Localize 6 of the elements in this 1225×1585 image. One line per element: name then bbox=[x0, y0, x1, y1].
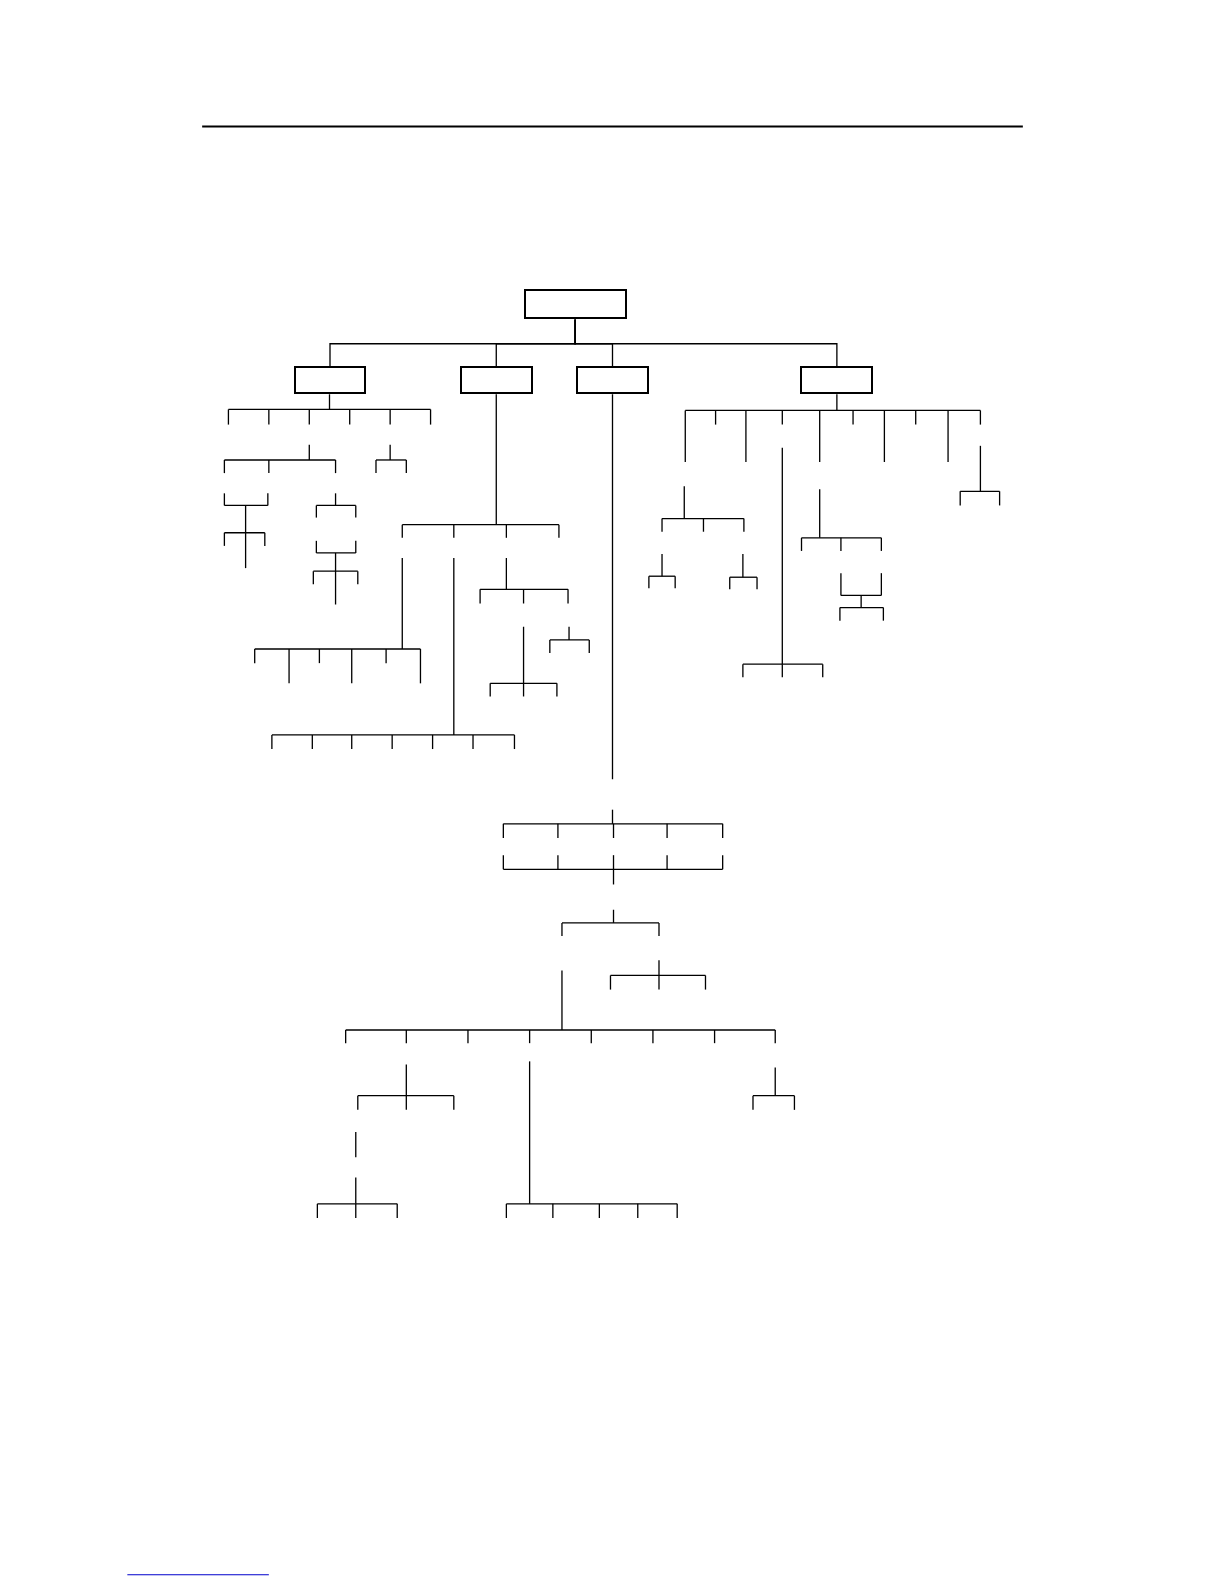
org-chart-box bbox=[459, 365, 533, 395]
org-chart-box bbox=[576, 365, 649, 395]
connector-line bbox=[574, 318, 838, 367]
org-chart-box bbox=[800, 365, 874, 395]
org-chart-box bbox=[523, 289, 627, 320]
org-chart-box bbox=[294, 365, 366, 395]
